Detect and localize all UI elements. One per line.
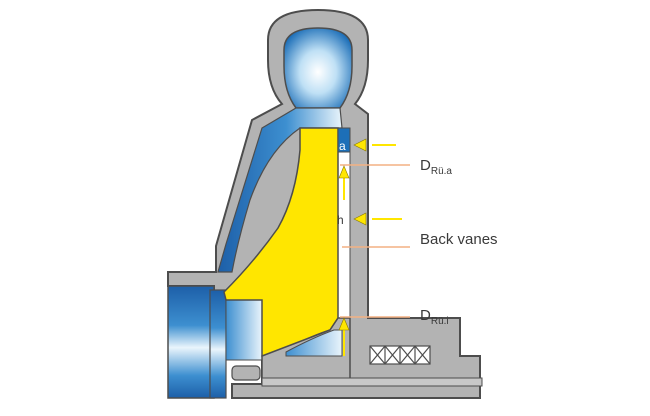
arrow-up-lower xyxy=(338,317,350,356)
back-vane-slot xyxy=(337,127,351,153)
arrow-h-right xyxy=(353,212,402,226)
label-a: a xyxy=(339,139,346,153)
label-d-inner-main: D xyxy=(420,307,431,324)
arrow-up-upper xyxy=(338,165,350,200)
shaft-collar xyxy=(231,365,261,381)
label-d-outer: DRü.a xyxy=(420,157,452,177)
arrow-a-left xyxy=(310,140,336,150)
inlet-pipe xyxy=(167,285,215,399)
seal-packing xyxy=(369,345,431,365)
label-d-outer-main: D xyxy=(420,157,431,174)
label-back-vanes: Back vanes xyxy=(420,231,498,248)
label-d-inner: DRü.i xyxy=(420,307,449,327)
label-h: h xyxy=(337,213,344,227)
label-d-inner-sub: Rü.i xyxy=(431,316,449,327)
arrow-h-left xyxy=(310,214,334,224)
volute-bulb xyxy=(283,27,353,109)
volute-passage xyxy=(217,107,343,273)
shaft xyxy=(261,377,483,387)
hub-inner-cavity xyxy=(285,329,343,357)
arrow-a-right xyxy=(353,138,396,152)
inlet-flange xyxy=(209,289,227,399)
lower-fluid-region xyxy=(225,299,263,361)
label-d-outer-sub: Rü.a xyxy=(431,166,453,177)
